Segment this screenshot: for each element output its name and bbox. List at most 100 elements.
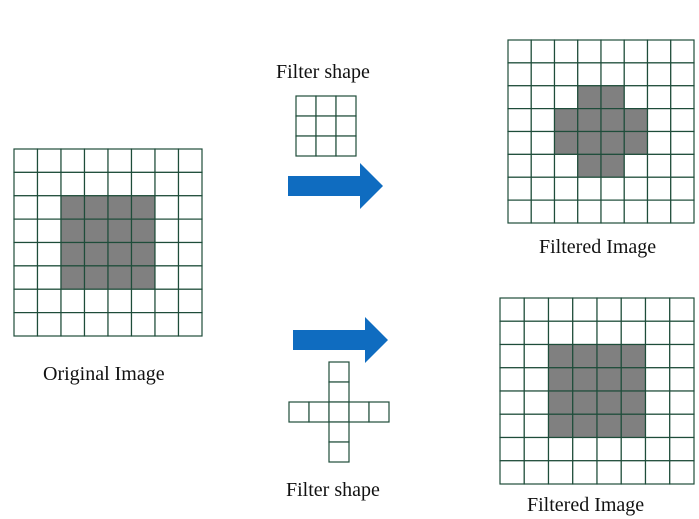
grid-cell — [499, 460, 525, 485]
grid-cell — [623, 199, 649, 224]
grid-cell — [577, 39, 602, 64]
grid-cell — [670, 199, 695, 224]
filled-pixel — [60, 195, 86, 220]
grid-cell — [499, 297, 525, 322]
grid-cell — [669, 413, 695, 439]
grid-cell — [596, 460, 622, 485]
grid-cell — [328, 401, 350, 423]
grid-cell — [577, 176, 602, 201]
grid-cell — [507, 62, 532, 87]
grid-cell — [60, 312, 86, 337]
grid-cell — [308, 401, 330, 423]
grid-cell — [530, 153, 556, 178]
grid-cell — [177, 241, 203, 267]
grid-cell — [646, 130, 672, 155]
grid-cell — [553, 85, 579, 110]
grid-cell — [130, 288, 156, 314]
grid-cell — [507, 153, 532, 178]
grid-cell — [620, 297, 647, 322]
grid-cell — [60, 148, 86, 173]
grid-cell — [13, 171, 39, 197]
grid-cell — [499, 390, 525, 415]
filtered-image-bottom-grid — [499, 297, 695, 485]
grid-cell — [13, 312, 39, 337]
grid-cell — [530, 199, 556, 224]
grid-cell — [669, 460, 695, 485]
filled-pixel — [623, 108, 649, 133]
grid-cell — [154, 218, 180, 244]
grid-cell — [507, 130, 532, 155]
grid-cell — [646, 176, 672, 201]
grid-cell — [523, 320, 550, 346]
grid-cell — [669, 367, 695, 392]
grid-cell — [670, 39, 695, 64]
filled-pixel — [547, 413, 574, 439]
filled-pixel — [600, 153, 625, 178]
filled-pixel — [577, 130, 602, 155]
filled-pixel — [577, 108, 602, 133]
grid-cell — [553, 199, 579, 224]
filled-pixel — [83, 265, 109, 290]
grid-cell — [130, 312, 156, 337]
filled-pixel — [60, 265, 86, 290]
grid-cell — [600, 39, 625, 64]
filled-pixel — [577, 153, 602, 178]
filled-pixel — [596, 413, 622, 439]
grid-cell — [13, 148, 39, 173]
grid-cell — [530, 39, 556, 64]
grid-cell — [572, 436, 598, 462]
grid-cell — [328, 381, 350, 403]
filled-pixel — [60, 241, 86, 267]
filled-pixel — [547, 367, 574, 392]
grid-cell — [335, 135, 357, 157]
filled-pixel — [577, 85, 602, 110]
filled-pixel — [600, 85, 625, 110]
grid-cell — [13, 265, 39, 290]
grid-cell — [295, 135, 317, 157]
grid-cell — [83, 148, 109, 173]
filled-pixel — [107, 195, 133, 220]
grid-cell — [670, 153, 695, 178]
grid-cell — [553, 62, 579, 87]
filled-pixel — [130, 265, 156, 290]
grid-cell — [623, 153, 649, 178]
grid-cell — [36, 288, 62, 314]
grid-cell — [644, 367, 671, 392]
grid-cell — [499, 367, 525, 392]
grid-cell — [154, 312, 180, 337]
grid-cell — [177, 171, 203, 197]
grid-cell — [295, 95, 317, 117]
filled-pixel — [130, 195, 156, 220]
filter-shape-cross — [288, 361, 390, 463]
grid-cell — [154, 171, 180, 197]
grid-cell — [335, 95, 357, 117]
grid-cell — [295, 115, 317, 137]
filled-pixel — [620, 390, 647, 415]
grid-cell — [507, 176, 532, 201]
grid-cell — [315, 135, 337, 157]
grid-cell — [577, 62, 602, 87]
filled-pixel — [620, 343, 647, 369]
grid-cell — [328, 361, 350, 383]
grid-cell — [348, 401, 370, 423]
grid-cell — [499, 413, 525, 439]
filled-pixel — [572, 343, 598, 369]
grid-cell — [507, 199, 532, 224]
grid-cell — [600, 199, 625, 224]
grid-cell — [523, 297, 550, 322]
grid-cell — [288, 401, 310, 423]
grid-cell — [328, 441, 350, 463]
grid-cell — [36, 218, 62, 244]
grid-cell — [530, 130, 556, 155]
grid-cell — [577, 199, 602, 224]
grid-cell — [644, 436, 671, 462]
grid-cell — [36, 195, 62, 220]
grid-cell — [13, 288, 39, 314]
grid-cell — [130, 148, 156, 173]
grid-cell — [530, 108, 556, 133]
grid-cell — [646, 62, 672, 87]
grid-cell — [107, 312, 133, 337]
grid-cell — [507, 85, 532, 110]
filled-pixel — [596, 367, 622, 392]
